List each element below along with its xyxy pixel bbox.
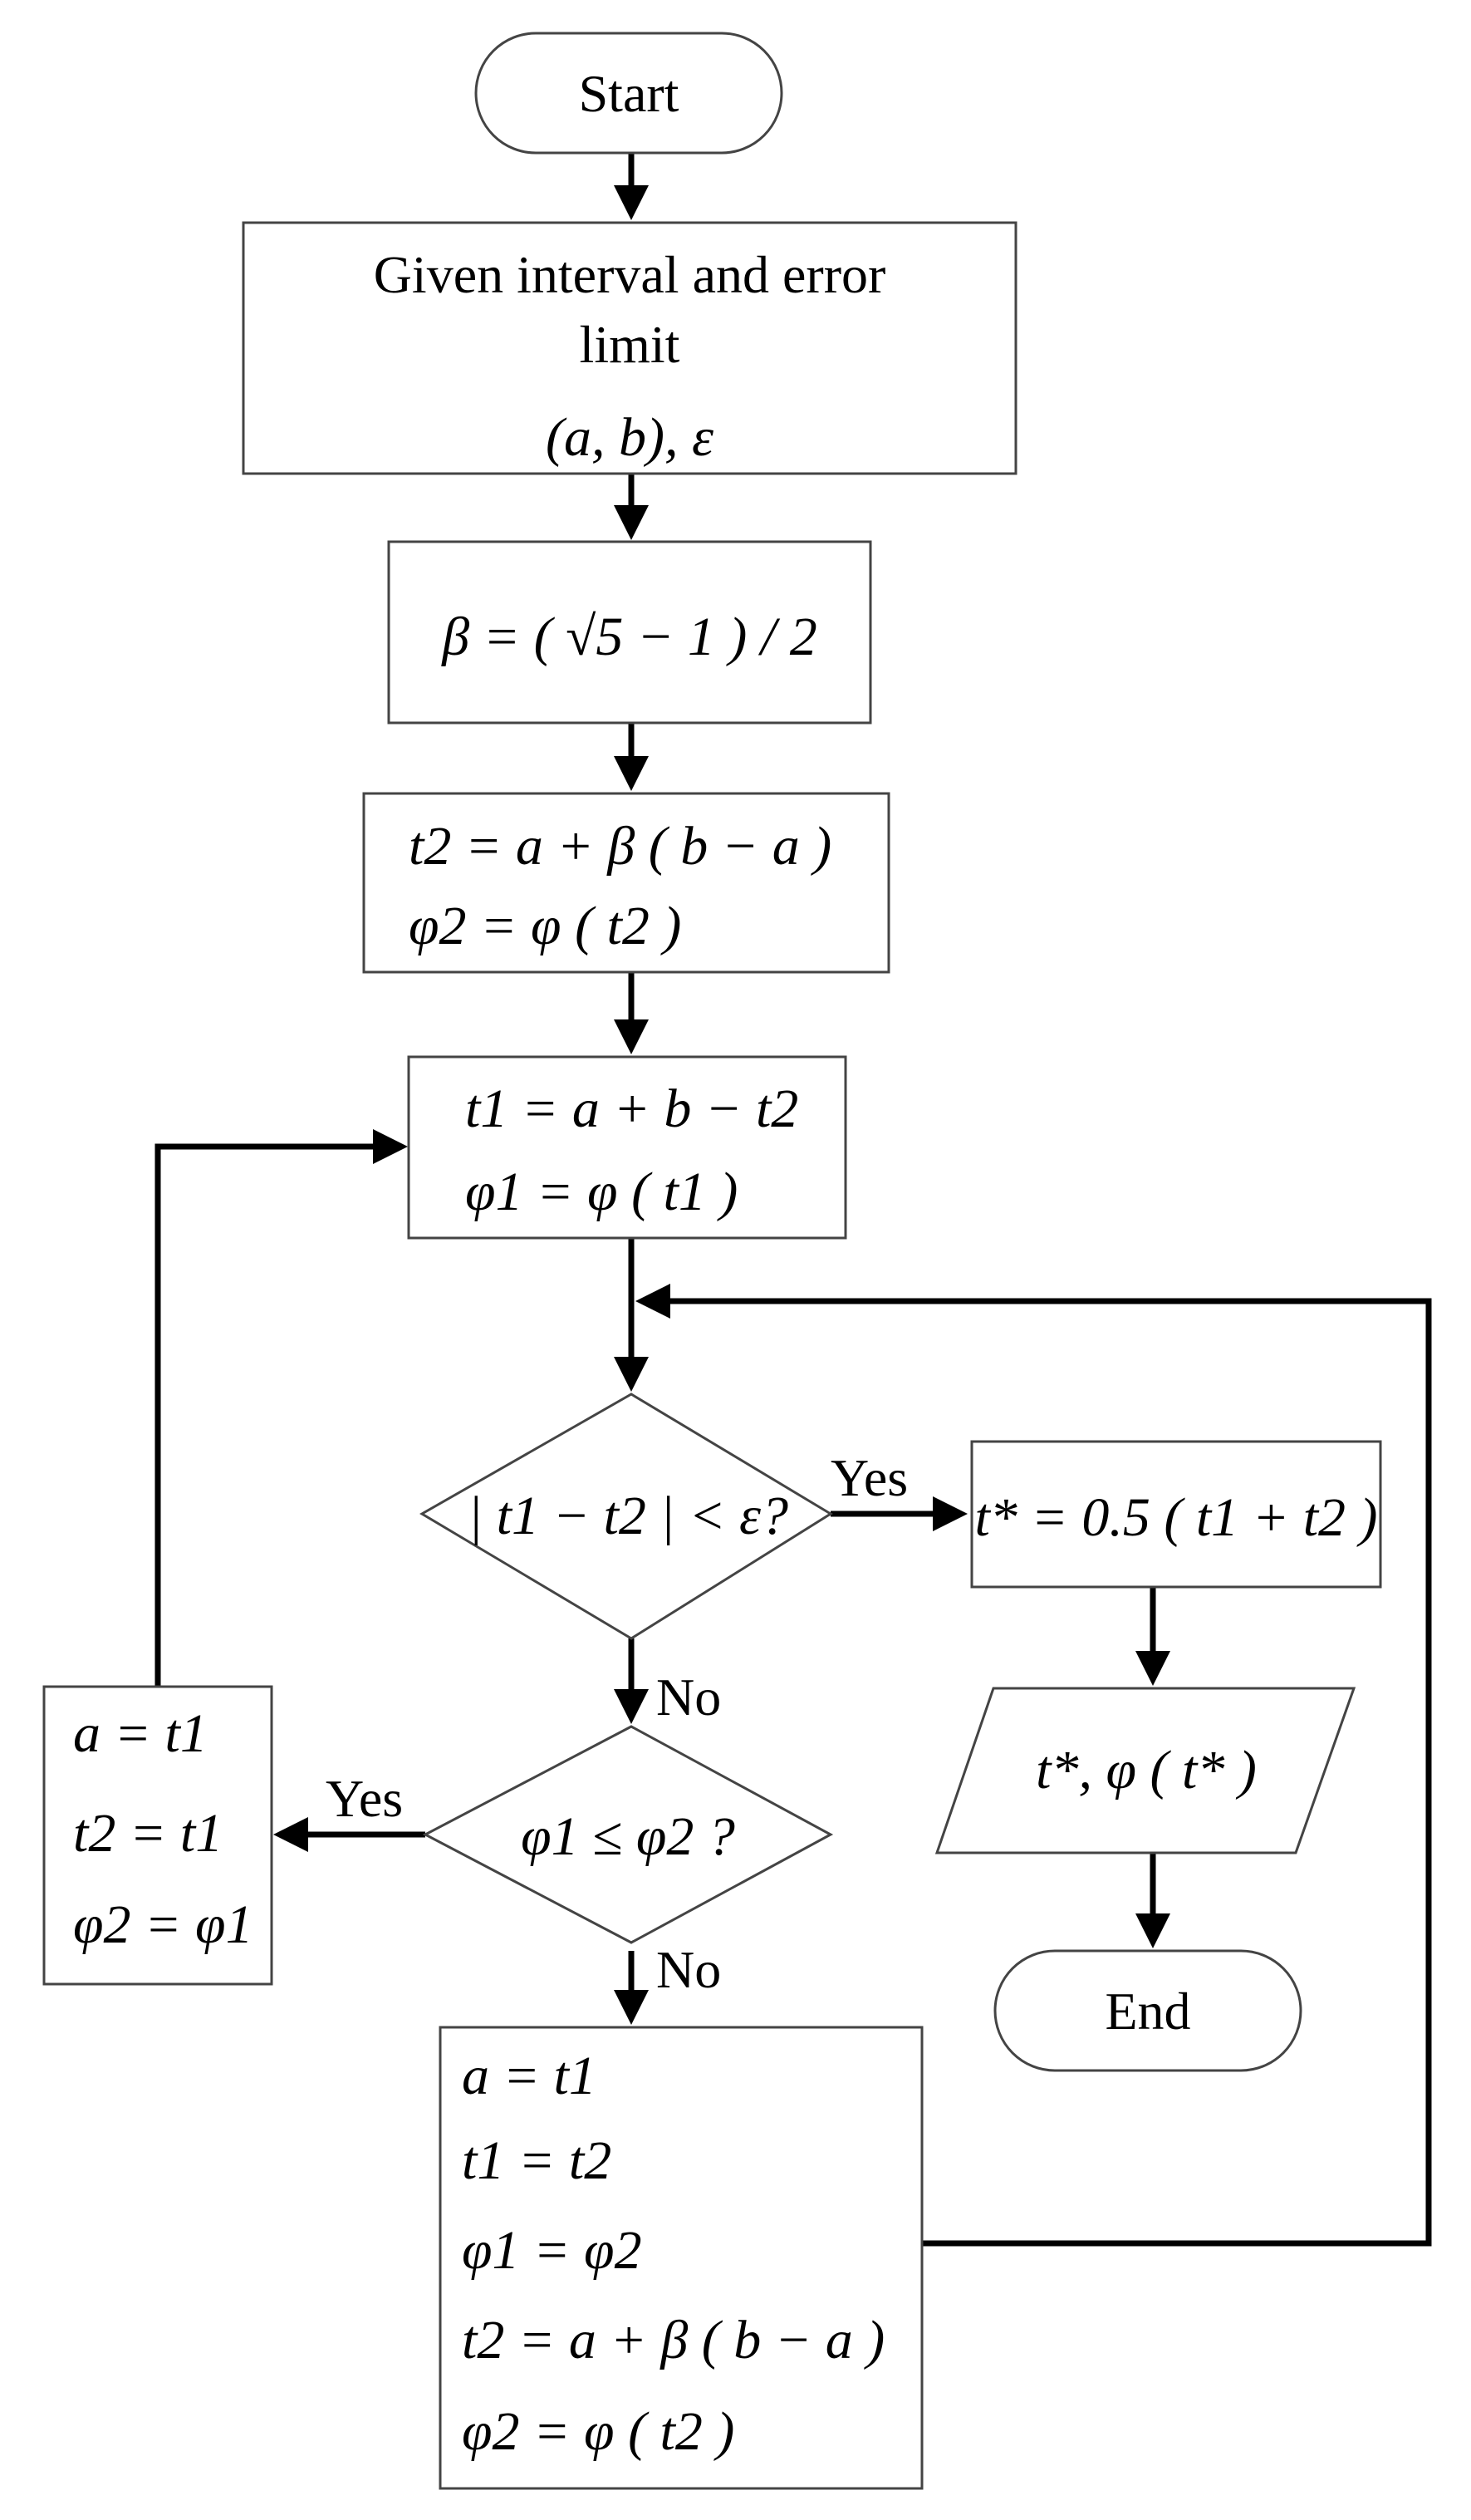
right-update-line-4: t2 = a + β ( b − a )	[462, 2310, 885, 2370]
compare-condition: φ1 ≤ φ2 ?	[521, 1806, 735, 1867]
end-terminal: End	[993, 1949, 1302, 2072]
init-t2-line-1: t2 = a + β ( b − a )	[409, 816, 831, 877]
input-line-3: (a, b), ε	[546, 407, 713, 468]
end-label: End	[1105, 1982, 1190, 2041]
right-update-line-2: t1 = t2	[462, 2130, 611, 2191]
right-update-box: a = t1 t1 = t2 φ1 = φ2 t2 = a + β ( b − …	[439, 2026, 924, 2490]
right-update-line-5: φ2 = φ ( t2 )	[462, 2401, 734, 2462]
no-converged-label: No	[656, 1668, 721, 1727]
compute-t1-line-2: φ1 = φ ( t1 )	[465, 1162, 738, 1222]
right-update-line-3: φ1 = φ2	[462, 2220, 642, 2281]
input-line-2: limit	[580, 315, 680, 374]
start-terminal: Start	[474, 32, 783, 155]
input-box: Given interval and error limit (a, b), ε	[242, 221, 1017, 475]
result-box: t* = 0.5 ( t1 + t2 )	[970, 1440, 1382, 1589]
arrow-loop-back-right	[635, 1284, 1432, 2247]
output-parallelogram: t*, φ ( t* )	[934, 1687, 1356, 1854]
compute-t1-line-1: t1 = a + b − t2	[465, 1078, 798, 1139]
convergence-condition: | t1 − t2 | < ε?	[468, 1486, 788, 1546]
start-label: Start	[579, 64, 679, 123]
yes-compare-label: Yes	[326, 1769, 403, 1828]
no-compare-label: No	[656, 1940, 721, 1999]
left-update-line-2: t2 = t1	[73, 1803, 223, 1864]
init-t2-line-2: φ2 = φ ( t2 )	[409, 896, 681, 956]
left-update-line-1: a = t1	[73, 1703, 208, 1764]
left-update-box: a = t1 t2 = t1 φ2 = φ1	[42, 1685, 273, 1986]
arrow-loop-back-left	[154, 1129, 408, 1687]
compute-t1-box: t1 = a + b − t2 φ1 = φ ( t1 )	[407, 1055, 847, 1240]
init-t2-box: t2 = a + β ( b − a ) φ2 = φ ( t2 )	[362, 792, 890, 974]
yes-converged-label: Yes	[831, 1448, 908, 1507]
beta-box: β = ( √5 − 1 ) / 2	[387, 540, 872, 725]
input-line-1: Given interval and error	[374, 245, 886, 304]
output-text: t*, φ ( t* )	[1036, 1740, 1257, 1800]
connectors	[154, 151, 1432, 2247]
compare-decision: φ1 ≤ φ2 ?	[422, 1725, 834, 1944]
right-update-line-1: a = t1	[462, 2046, 596, 2106]
result-formula: t* = 0.5 ( t1 + t2 )	[974, 1487, 1377, 1548]
beta-formula: β = ( √5 − 1 ) / 2	[440, 607, 816, 667]
left-update-line-3: φ2 = φ1	[73, 1894, 253, 1955]
convergence-decision: | t1 − t2 | < ε?	[419, 1393, 833, 1640]
